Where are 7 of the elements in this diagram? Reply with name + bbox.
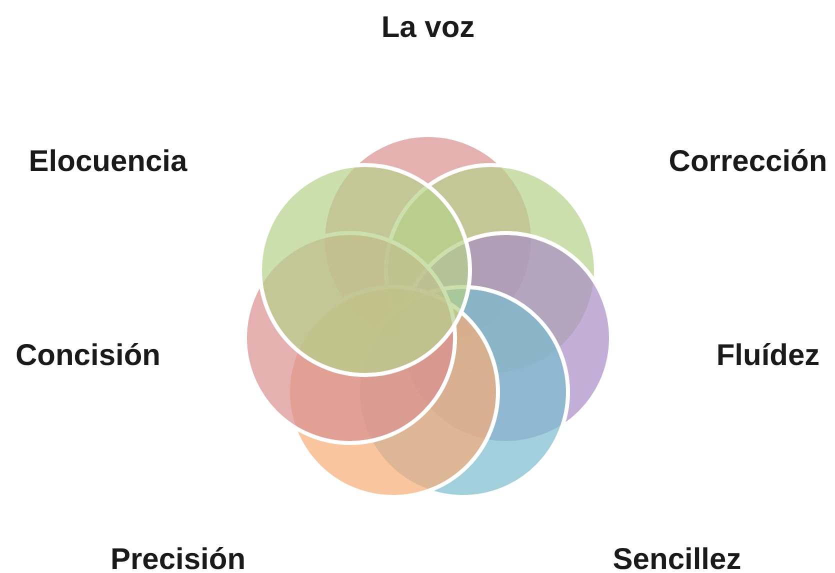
circle-label: Sencillez <box>612 543 742 573</box>
circle-label: La voz <box>381 11 475 45</box>
circle-label: Elocuencia <box>28 145 188 179</box>
circle-label: Corrección <box>668 145 828 179</box>
circle-label: Precisión <box>110 543 246 573</box>
circle-label: Concisión <box>16 339 160 373</box>
circle-label: Fluídez <box>716 339 820 373</box>
